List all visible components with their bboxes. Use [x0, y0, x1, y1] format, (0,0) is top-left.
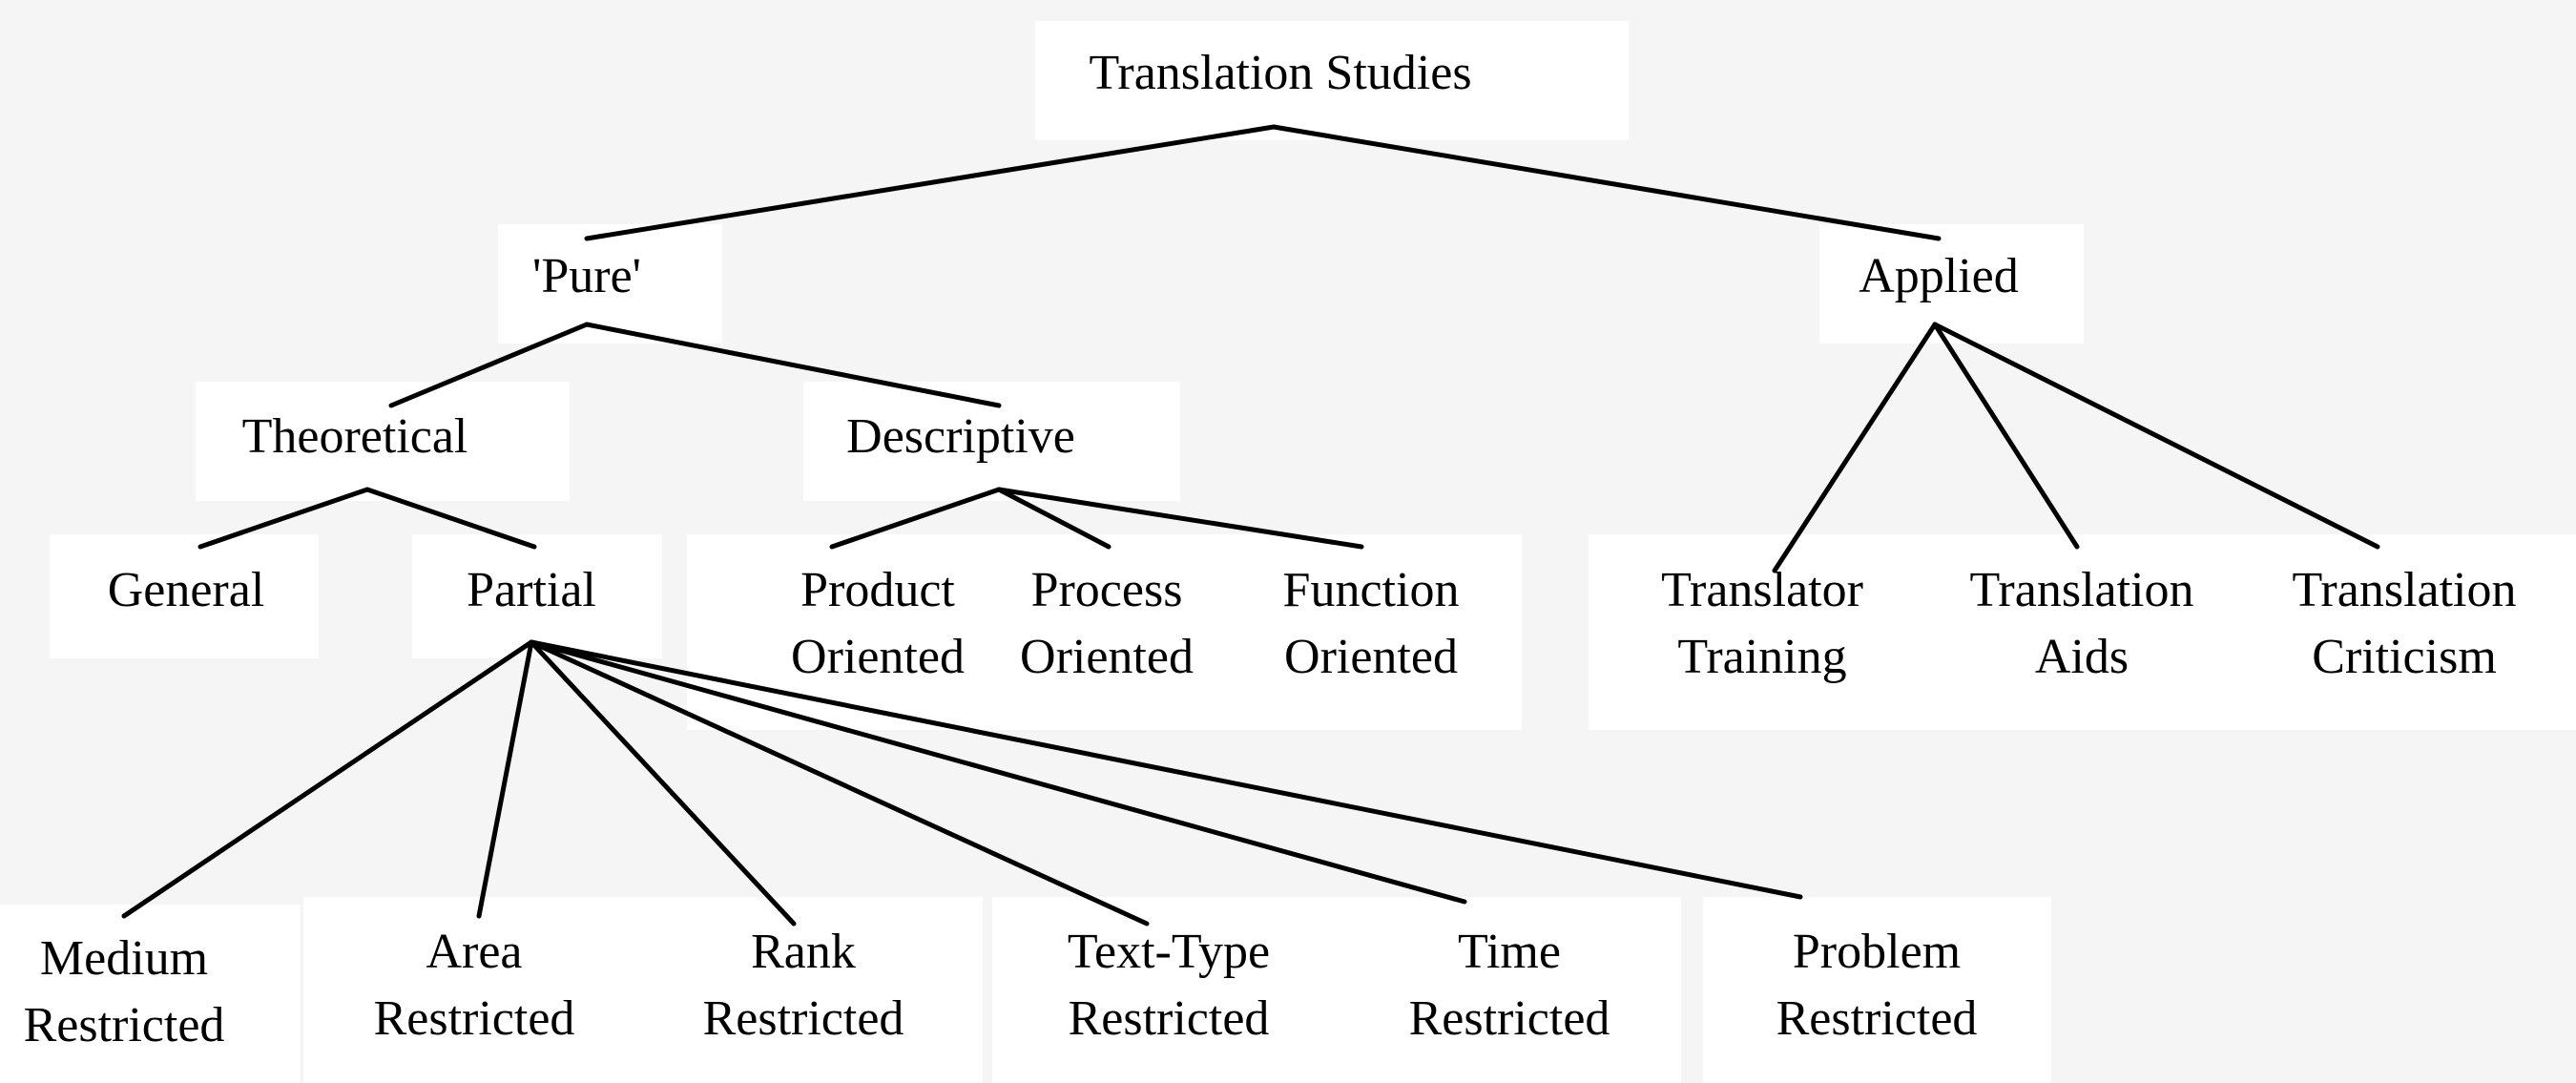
box-partial — [412, 534, 662, 658]
node-process-oriented: Process Oriented — [1020, 557, 1194, 691]
node-time-restricted-line-1: Time — [1458, 925, 1561, 979]
node-pure-line-1: 'Pure' — [531, 249, 642, 303]
node-function-oriented: Function Oriented — [1283, 557, 1460, 691]
node-text-type-restricted: Text-Type Restricted — [1068, 919, 1270, 1052]
box-medium-restricted — [0, 905, 301, 1083]
node-text-type-restricted-line-1: Text-Type — [1067, 925, 1271, 979]
node-translation-studies: Translation Studies — [1089, 40, 1471, 107]
edge-partial-to-area-restricted — [476, 639, 534, 919]
node-function-oriented-line-1: Function — [1282, 563, 1460, 617]
node-translation-aids-line-1: Translation — [1969, 563, 2194, 617]
node-translator-training-line-2: Training — [1677, 630, 1847, 684]
node-time-restricted: Time Restricted — [1409, 919, 1610, 1052]
edge-translation-studies-to-pure — [584, 124, 1277, 241]
box-translation-studies — [1035, 21, 1629, 140]
node-theoretical: Theoretical — [242, 404, 468, 470]
node-product-oriented-line-1: Product — [800, 563, 955, 617]
box-area-rank-restricted — [303, 897, 983, 1083]
edge-applied-to-translation-aids — [1932, 322, 2080, 550]
node-translation-studies-line-1: Translation Studies — [1089, 46, 1472, 100]
node-descriptive: Descriptive — [846, 404, 1075, 470]
edge-partial-to-medium-restricted — [121, 639, 534, 919]
box-general — [50, 534, 319, 658]
node-rank-restricted-line-1: Rank — [751, 925, 856, 979]
edge-translation-studies-to-applied — [1271, 124, 1942, 241]
node-rank-restricted: Rank Restricted — [703, 919, 904, 1052]
node-descriptive-line-1: Descriptive — [846, 409, 1075, 464]
node-medium-restricted: Medium Restricted — [24, 926, 225, 1059]
node-area-restricted-line-1: Area — [426, 925, 523, 979]
node-medium-restricted-line-1: Medium — [39, 931, 209, 986]
node-problem-restricted-line-1: Problem — [1792, 925, 1962, 979]
box-text-type-time-restricted — [992, 897, 1681, 1083]
node-area-restricted: Area Restricted — [374, 919, 575, 1052]
node-translator-training-line-1: Translator — [1661, 563, 1863, 617]
node-process-oriented-line-2: Oriented — [1020, 630, 1194, 684]
node-medium-restricted-line-2: Restricted — [23, 998, 225, 1052]
node-applied-line-1: Applied — [1859, 249, 2019, 303]
box-problem-restricted — [1703, 897, 2051, 1083]
node-general-line-1: General — [107, 563, 265, 617]
node-area-restricted-line-2: Restricted — [373, 991, 575, 1046]
node-translation-criticism-line-1: Translation — [2292, 563, 2517, 617]
node-translation-criticism: Translation Criticism — [2293, 557, 2517, 691]
node-problem-restricted-line-2: Restricted — [1776, 991, 1978, 1046]
node-text-type-restricted-line-2: Restricted — [1068, 991, 1270, 1046]
node-general: General — [108, 557, 265, 624]
node-product-oriented-line-2: Oriented — [791, 630, 965, 684]
node-partial: Partial — [467, 557, 596, 624]
node-translation-aids-line-2: Aids — [2034, 630, 2129, 684]
node-translator-training: Translator Training — [1661, 557, 1863, 691]
edge-applied-to-translation-criticism — [1932, 322, 2380, 550]
node-pure: 'Pure' — [532, 243, 641, 310]
node-translation-aids: Translation Aids — [1970, 557, 2194, 691]
node-rank-restricted-line-2: Restricted — [702, 991, 904, 1046]
node-partial-line-1: Partial — [467, 563, 596, 617]
node-applied: Applied — [1859, 243, 2019, 310]
node-translation-criticism-line-2: Criticism — [2312, 630, 2497, 684]
node-process-oriented-line-1: Process — [1030, 563, 1183, 617]
node-function-oriented-line-2: Oriented — [1284, 630, 1458, 684]
node-product-oriented: Product Oriented — [791, 557, 965, 691]
node-time-restricted-line-2: Restricted — [1408, 991, 1610, 1046]
node-theoretical-line-1: Theoretical — [241, 409, 468, 464]
node-problem-restricted: Problem Restricted — [1776, 919, 1978, 1052]
